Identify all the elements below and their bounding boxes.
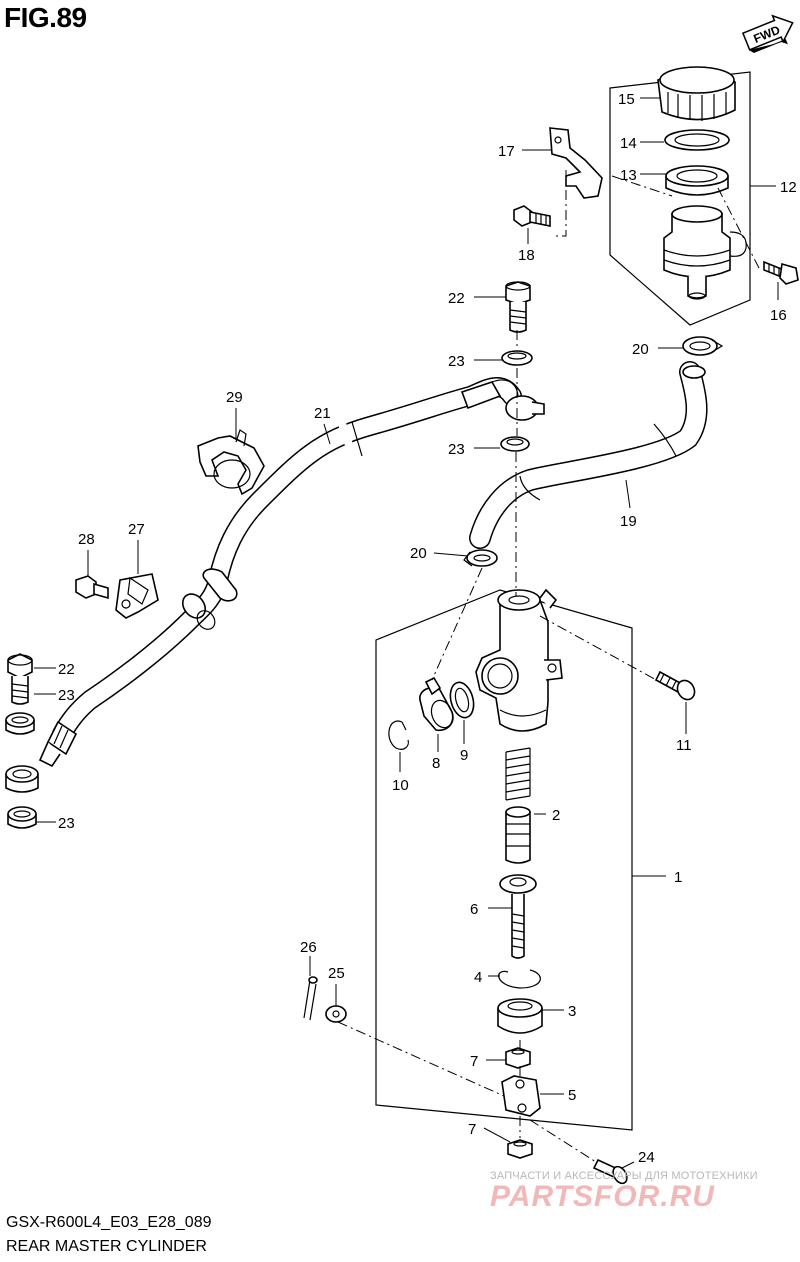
clevis-washer bbox=[325, 1005, 347, 1023]
callout-5: 5 bbox=[568, 1087, 576, 1104]
callout-22-upper: 22 bbox=[448, 290, 465, 307]
cotter-pin bbox=[303, 976, 318, 1021]
callout-25: 25 bbox=[328, 965, 345, 982]
fwd-arrow-icon: FWD bbox=[741, 14, 794, 53]
callout-17: 17 bbox=[498, 143, 515, 160]
reservoir-body bbox=[663, 205, 747, 300]
watermark-tagline: ЗАПЧАСТИ И АКСЕССУАРЫ ДЛЯ МОТОТЕХНИКИ bbox=[490, 1170, 758, 1182]
callout-labels: 1 2 3 4 5 6 7 7 8 9 10 11 12 13 14 15 16… bbox=[58, 91, 797, 1166]
callout-29: 29 bbox=[226, 389, 243, 406]
callout-13: 13 bbox=[620, 167, 637, 184]
crush-washer-upper-b bbox=[500, 436, 530, 452]
callout-24: 24 bbox=[638, 1149, 655, 1166]
crush-washer-lower-b bbox=[7, 806, 37, 829]
master-cylinder-outline bbox=[375, 589, 633, 1131]
figure-caption: REAR MASTER CYLINDER bbox=[6, 1238, 207, 1255]
connector-o-ring bbox=[449, 681, 475, 719]
hose-clamp-upper bbox=[682, 336, 724, 356]
alignment-lines bbox=[337, 170, 761, 1163]
callout-1: 1 bbox=[674, 869, 682, 886]
callout-16: 16 bbox=[770, 307, 787, 324]
callout-8: 8 bbox=[432, 755, 440, 772]
lock-nut-lower bbox=[507, 1139, 533, 1159]
reservoir-diaphragm bbox=[665, 165, 729, 196]
callout-7-upper: 7 bbox=[470, 1053, 478, 1070]
callout-11: 11 bbox=[676, 737, 692, 754]
hose-guide-bracket bbox=[115, 573, 159, 619]
banjo-fitting-ring bbox=[5, 765, 39, 793]
callout-15: 15 bbox=[618, 91, 635, 108]
lock-nut-upper bbox=[505, 1047, 531, 1069]
callout-21: 21 bbox=[314, 405, 331, 422]
crush-washer-upper-a bbox=[501, 350, 533, 366]
callout-3: 3 bbox=[568, 1003, 576, 1020]
push-rod bbox=[499, 874, 537, 959]
callout-14: 14 bbox=[620, 135, 637, 152]
callout-22-lower: 22 bbox=[58, 661, 75, 678]
callout-23-a: 23 bbox=[448, 353, 465, 370]
clevis-pin bbox=[592, 1158, 628, 1185]
master-cylinder-mount-bolt bbox=[654, 670, 696, 701]
figure-model-code: GSX-R600L4_E03_E28_089 bbox=[6, 1214, 212, 1231]
guide-bracket-bolt bbox=[75, 575, 109, 600]
rear-brake-hose bbox=[38, 377, 545, 768]
connector-circlip bbox=[388, 720, 409, 750]
banjo-bolt-lower bbox=[7, 653, 33, 705]
callout-9: 9 bbox=[460, 747, 468, 764]
reservoir-hose bbox=[469, 361, 708, 549]
rod-clevis bbox=[501, 1075, 541, 1117]
reservoir-bracket bbox=[549, 127, 603, 199]
callout-20-upper: 20 bbox=[632, 341, 649, 358]
reservoir-plate bbox=[664, 129, 730, 151]
hose-holder-clamp bbox=[197, 429, 265, 496]
push-rod-boot bbox=[497, 998, 543, 1034]
callout-20-lower: 20 bbox=[410, 545, 427, 562]
figure-title: FIG.89 bbox=[4, 2, 87, 33]
master-cylinder-body bbox=[475, 588, 563, 732]
crush-washer-lower-a bbox=[5, 712, 35, 735]
callout-19: 19 bbox=[620, 513, 637, 530]
callout-2: 2 bbox=[552, 807, 560, 824]
push-rod-circlip bbox=[498, 969, 541, 989]
callout-23-b: 23 bbox=[448, 441, 465, 458]
callout-23-c: 23 bbox=[58, 687, 75, 704]
callout-10: 10 bbox=[392, 777, 409, 794]
callout-26: 26 bbox=[300, 939, 317, 956]
hose-clamp-lower bbox=[463, 549, 498, 567]
piston-assembly bbox=[505, 806, 531, 864]
callout-7-lower: 7 bbox=[468, 1121, 476, 1138]
hose-connector bbox=[419, 676, 454, 732]
piston-spring bbox=[505, 747, 531, 801]
callout-27: 27 bbox=[128, 521, 145, 538]
callout-6: 6 bbox=[470, 901, 478, 918]
reservoir-cap bbox=[657, 66, 736, 121]
reservoir-bolt bbox=[763, 260, 799, 285]
callout-12: 12 bbox=[780, 179, 797, 196]
callout-23-d: 23 bbox=[58, 815, 75, 832]
callout-4: 4 bbox=[474, 969, 482, 986]
callout-28: 28 bbox=[78, 531, 95, 548]
watermark-logo: PARTSFOR.RU bbox=[490, 1180, 715, 1213]
bracket-bolt bbox=[513, 205, 551, 227]
banjo-bolt-upper bbox=[505, 281, 531, 333]
leader-lines bbox=[34, 97, 779, 1169]
callout-18: 18 bbox=[518, 247, 535, 264]
